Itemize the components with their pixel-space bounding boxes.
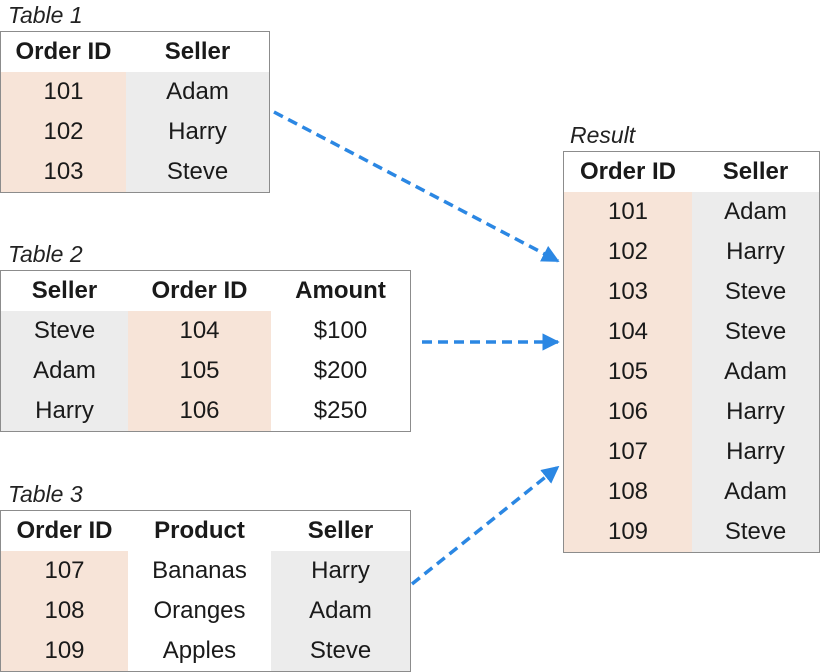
table-cell: 105 — [564, 352, 692, 392]
header-row: Seller Order ID Amount — [1, 271, 410, 311]
column-header: Product — [154, 517, 245, 544]
table-cell: Bananas — [128, 551, 271, 591]
table-cell: 104 — [564, 312, 692, 352]
table-cell: 106 — [128, 391, 271, 431]
table-cell: 103 — [564, 272, 692, 312]
table-cell: $250 — [271, 391, 410, 431]
table-cell: Harry — [692, 432, 819, 472]
column-header: Order ID — [579, 158, 677, 185]
table-cell: Oranges — [128, 591, 271, 631]
table-cell: Steve — [692, 312, 819, 352]
table-cell: 108 — [1, 591, 128, 631]
table-cell: 101 — [564, 192, 692, 232]
table-cell: Steve — [1, 311, 128, 351]
table-cell: 105 — [128, 351, 271, 391]
table-cell: Adam — [692, 192, 819, 232]
table-cell: 109 — [1, 631, 128, 671]
table3-caption: Table 3 — [8, 481, 83, 507]
result-caption: Result — [570, 122, 636, 148]
column-header: Order ID — [16, 517, 113, 544]
table-cell: Adam — [692, 352, 819, 392]
column-header: Order ID — [151, 277, 248, 304]
table-cell: Adam — [126, 72, 269, 112]
column-header: Seller — [164, 38, 231, 65]
table-cell: Adam — [271, 591, 410, 631]
arrow-table3-to-result — [410, 465, 560, 586]
table-cell: Harry — [271, 551, 410, 591]
table-cell: 108 — [564, 472, 692, 512]
table-cell: 109 — [564, 512, 692, 552]
table-cell: 107 — [1, 551, 128, 591]
table1-caption: Table 1 — [8, 2, 83, 28]
arrow-table1-to-result — [273, 110, 560, 263]
table-cell: $200 — [271, 351, 410, 391]
table-cell: 107 — [564, 432, 692, 472]
table-cell: Steve — [271, 631, 410, 671]
column-header: Amount — [295, 277, 386, 304]
table-cell: 103 — [1, 152, 126, 192]
column-header: Seller — [307, 517, 374, 544]
table-cell: Apples — [128, 631, 271, 671]
table-cell: 106 — [564, 392, 692, 432]
table-cell: 101 — [1, 72, 126, 112]
table-cell: $100 — [271, 311, 410, 351]
header-row: Order ID Seller — [564, 152, 819, 192]
column-header: Seller — [722, 158, 789, 185]
column-header: Order ID — [15, 38, 112, 65]
table-cell: Harry — [692, 232, 819, 272]
table2-caption: Table 2 — [8, 241, 83, 267]
column-header: Seller — [31, 277, 98, 304]
table-cell: 102 — [1, 112, 126, 152]
table-cell: Harry — [692, 392, 819, 432]
table-cell: Harry — [1, 391, 128, 431]
table-cell: Steve — [692, 272, 819, 312]
table-cell: Steve — [126, 152, 269, 192]
table-cell: Adam — [1, 351, 128, 391]
table-cell: 104 — [128, 311, 271, 351]
header-row: Order ID Product Seller — [1, 511, 410, 551]
table-cell: Steve — [692, 512, 819, 552]
table-cell: Adam — [692, 472, 819, 512]
table-cell: 102 — [564, 232, 692, 272]
table-cell: Harry — [126, 112, 269, 152]
header-row: Order ID Seller — [1, 32, 269, 72]
